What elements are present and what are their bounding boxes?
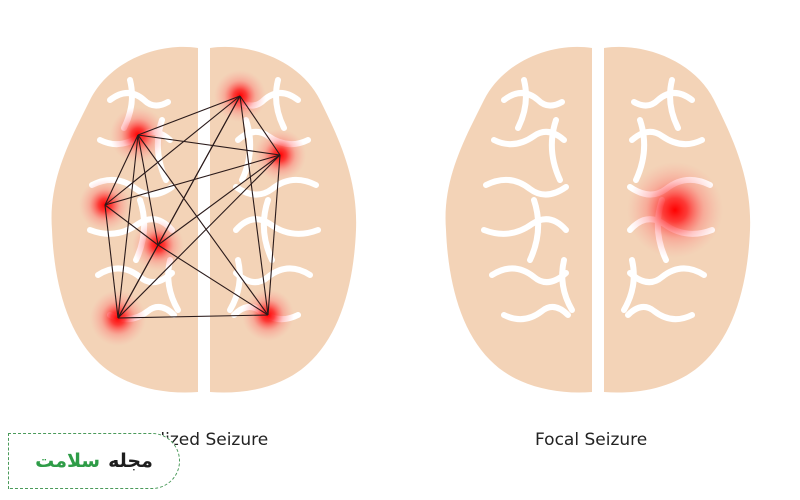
left-brain-connections	[104, 95, 281, 319]
focal-seizure-caption: Focal Seizure	[535, 430, 648, 450]
right-brain	[445, 46, 751, 393]
focal-hotspot	[627, 162, 723, 258]
magazine-logo-badge: مجله سلامت	[8, 433, 180, 489]
generalized-seizure-caption: alized Seizure	[150, 430, 269, 450]
right-brain-left-hemisphere	[445, 46, 592, 393]
logo-word-2: سلامت	[35, 450, 101, 472]
logo-word-1: مجله	[108, 450, 153, 472]
left-brain	[51, 46, 357, 393]
